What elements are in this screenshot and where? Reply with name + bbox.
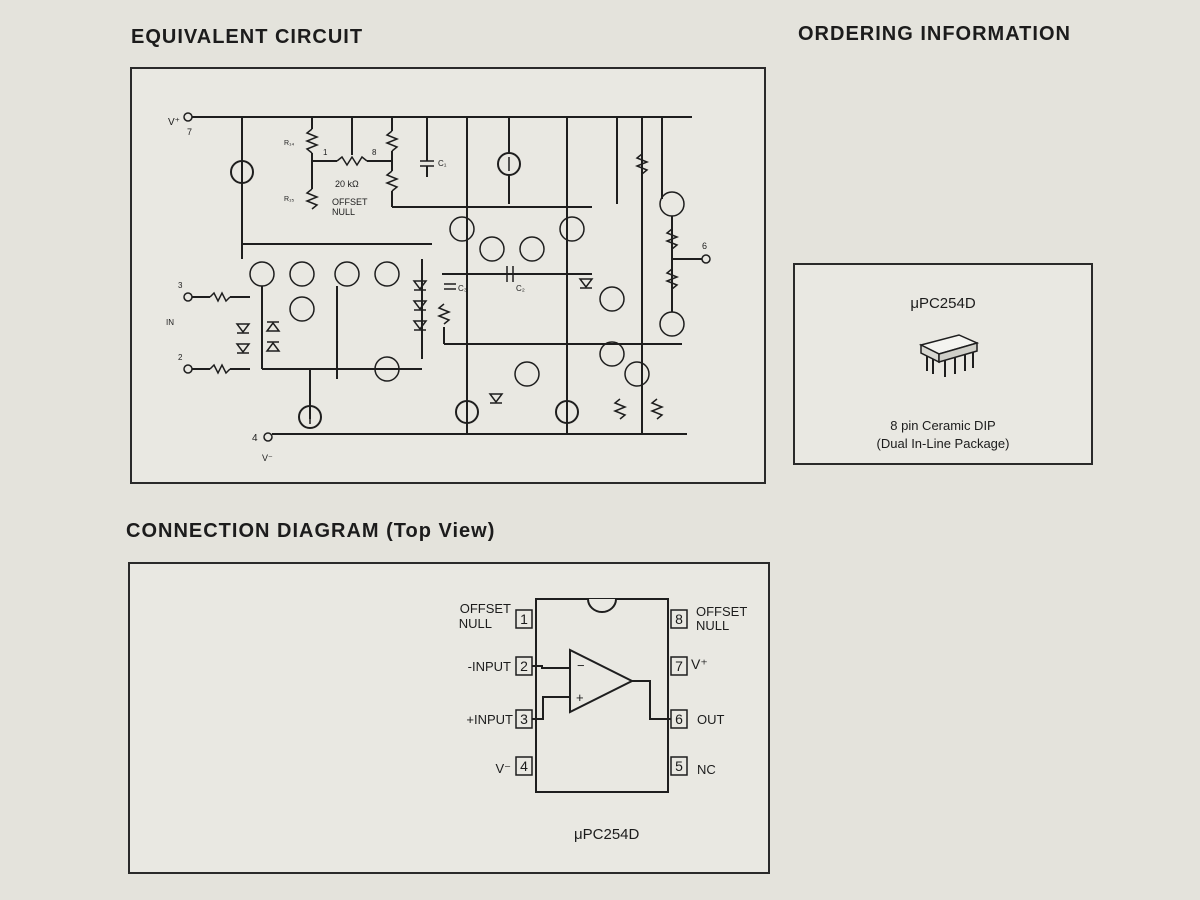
transistor-q18-icon [599, 286, 625, 312]
input-plus-pin: 3 [178, 281, 183, 290]
output-pin: 6 [702, 241, 707, 251]
connection-diagram-drawing: 1 2 3 4 8 7 6 5 OFFSET [459, 598, 747, 793]
pin-label-2: -INPUT [468, 659, 511, 674]
pot-value: 20 kΩ [335, 179, 359, 189]
current-source-5-icon [555, 400, 579, 424]
transistor-q1-icon [249, 261, 275, 287]
current-source-4-icon [455, 400, 479, 424]
resistor-r14-icon [304, 128, 320, 154]
pin-number-1: 1 [520, 611, 528, 627]
resistor-r4-icon [612, 398, 628, 420]
dip-outline [535, 598, 669, 793]
ordering-part-number: μPC254D [910, 295, 976, 312]
pin-number-2: 2 [520, 658, 528, 674]
transistor-q16-icon [624, 361, 650, 387]
ordering-info-box: μPC254D 8 pin Ceramic DIP (Dual In-Line … [793, 263, 1093, 465]
vminus-pin: 4 [252, 433, 258, 444]
resistor-r15-icon [304, 188, 320, 210]
equivalent-circuit-schematic: V⁺ 7 4 V⁻ R₁₄ R₁₅ 1 8 20 kΩ OFFSET NULL [166, 112, 711, 463]
connection-part-number: μPC254D [574, 826, 640, 843]
pin-number-5: 5 [675, 758, 683, 774]
equivalent-circuit-heading: EQUIVALENT CIRCUIT [131, 26, 364, 48]
pin-number-7: 7 [675, 658, 683, 674]
pin-label-8-line2: NULL [696, 618, 729, 633]
input-minus-pin: 2 [178, 353, 183, 362]
connection-diagram-heading: CONNECTION DIAGRAM (Top View) [126, 520, 496, 542]
pin-number-8: 8 [675, 611, 683, 627]
offset-null-label-1: OFFSET [332, 197, 368, 207]
op-amp-symbol [569, 648, 635, 714]
pin-label-1-line1: OFFSET [460, 601, 511, 616]
output-terminal [701, 254, 711, 264]
amp-minus-sign: − [577, 658, 585, 673]
pin-box-7: 7 [670, 656, 688, 676]
svg-text:R₁₅: R₁₅ [284, 196, 294, 203]
plus-input-terminal [183, 292, 193, 302]
pin-box-2: 2 [515, 656, 533, 676]
cap-c3-label: C₃ [458, 284, 467, 293]
resistor-r2-icon [634, 153, 650, 175]
vplus-terminal [183, 112, 193, 122]
dip-package-icon [918, 334, 980, 377]
pin-box-5: 5 [670, 756, 688, 776]
vminus-terminal [263, 432, 273, 442]
pin-box-6: 6 [670, 709, 688, 729]
pin-box-4: 4 [515, 756, 533, 776]
ordering-information-heading: ORDERING INFORMATION [798, 23, 1071, 45]
resistor-r16-icon [384, 130, 400, 152]
transistor-q2-icon [334, 261, 360, 287]
pin-label-7: V⁺ [691, 656, 708, 672]
package-description-line1: 8 pin Ceramic DIP [890, 418, 996, 433]
svg-text:R₁₄: R₁₄ [284, 140, 294, 147]
transistor-q12-icon [519, 236, 545, 262]
vplus-pin: 7 [187, 127, 192, 137]
pot-pin-left: 1 [323, 148, 328, 157]
pin-box-8: 8 [670, 609, 688, 629]
transistor-q5-icon [289, 296, 315, 322]
pin-label-5: NC [697, 762, 716, 777]
pin-label-6: OUT [697, 712, 725, 727]
transistor-q20-icon [659, 311, 685, 337]
pot-pin-right: 8 [372, 148, 377, 157]
transistor-q11-icon [479, 236, 505, 262]
current-source-3-icon [298, 405, 322, 429]
pin-number-4: 4 [520, 758, 528, 774]
pin-box-1: 1 [515, 609, 533, 629]
pin-label-1-line2: NULL [459, 616, 492, 631]
cap-c1-label: C₁ [438, 159, 447, 168]
connection-diagram-box: 1 2 3 4 8 7 6 5 OFFSET [128, 562, 770, 874]
pin-label-3: +INPUT [466, 712, 513, 727]
pin-label-4: V⁻ [495, 761, 511, 776]
transistor-q9-icon [449, 216, 475, 242]
current-source-1-icon [230, 160, 254, 184]
in-label: IN [166, 318, 174, 327]
offset-pot-icon [336, 155, 368, 167]
pin-label-8-line1: OFFSET [696, 604, 747, 619]
transistor-q10-icon [559, 216, 585, 242]
minus-input-terminal [183, 364, 193, 374]
transistor-q19-icon [659, 191, 685, 217]
package-description-line2: (Dual In-Line Package) [876, 436, 1010, 451]
resistor-r5-icon [649, 398, 665, 420]
pin-box-3: 3 [515, 709, 533, 729]
vplus-label: V⁺ [168, 117, 180, 128]
resistor-r3-icon [436, 303, 452, 325]
amp-plus-sign: + [576, 690, 584, 705]
vminus-label: V⁻ [262, 453, 273, 463]
transistor-q3-icon [289, 261, 315, 287]
equivalent-circuit-box: V⁺ 7 4 V⁻ R₁₄ R₁₅ 1 8 20 kΩ OFFSET NULL [130, 67, 766, 484]
transistor-q15-icon [599, 341, 625, 367]
transistor-q4-icon [374, 261, 400, 287]
pin-number-3: 3 [520, 711, 528, 727]
cap-c2-label: C₂ [516, 284, 525, 293]
pin-number-6: 6 [675, 711, 683, 727]
transistor-q14-icon [514, 361, 540, 387]
offset-null-label-2: NULL [332, 207, 355, 217]
pin1-notch [587, 598, 617, 613]
